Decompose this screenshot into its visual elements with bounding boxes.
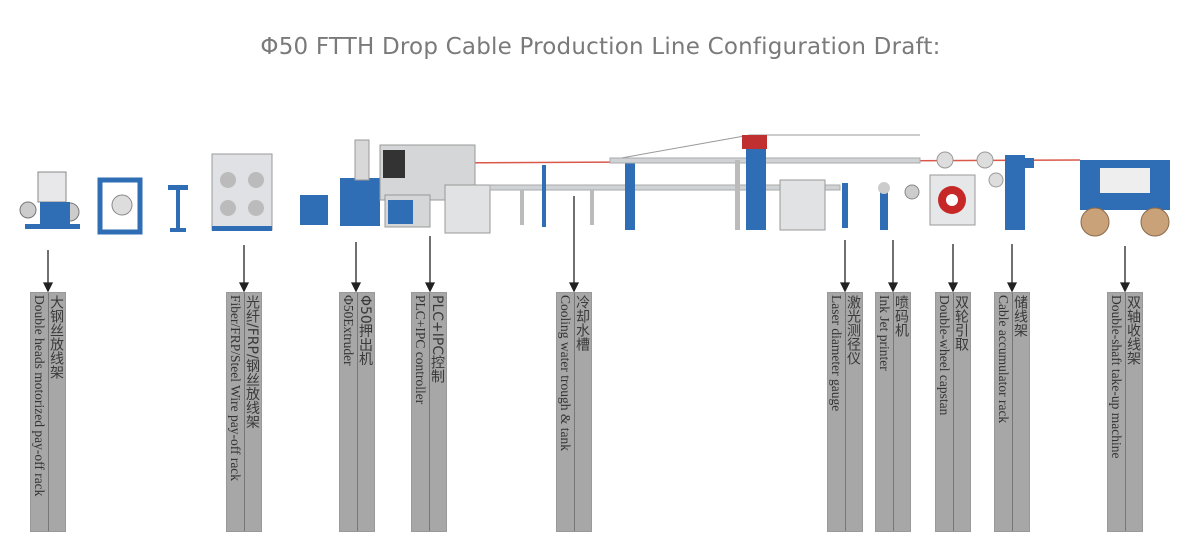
label-en: Double-shaft take-up machine xyxy=(1108,295,1124,459)
label-en: Ink Jet printer xyxy=(876,295,892,371)
label-en: PLC+IPC controller xyxy=(412,295,428,405)
pointer-arrows xyxy=(42,196,1131,293)
double-shaft-take-up-machine xyxy=(1080,160,1170,237)
ink-jet-printer xyxy=(878,182,920,230)
label-zh: 大钢丝放线架 xyxy=(47,293,65,531)
label-en: Cooling water trough & tank xyxy=(557,295,573,451)
label-zh: 冷却水槽 xyxy=(573,293,591,531)
label-en: Φ50Extruder xyxy=(340,295,356,366)
double-wheel-capstan xyxy=(929,151,994,226)
station-label-extruder: Φ50押出机 Φ50Extruder xyxy=(339,292,375,532)
cooling-water-trough xyxy=(489,135,921,231)
cable-accumulator-rack xyxy=(988,155,1034,230)
station-label-ink-jet: 喷码机 Ink Jet printer xyxy=(875,292,911,532)
station-label-controller: PLC+IPC控制 PLC+IPC controller xyxy=(411,292,447,532)
station-label-capstan: 双轮引取 Double-wheel capstan xyxy=(935,292,971,532)
label-zh: 光纤/FRP/钢丝放线架 xyxy=(243,293,261,531)
label-en: Cable accumulator rack xyxy=(995,295,1011,424)
label-en: Double-wheel capstan xyxy=(936,295,952,416)
station-label-accumulator: 储线架 Cable accumulator rack xyxy=(994,292,1030,532)
station-label-take-up: 双轴收线架 Double-shaft take-up machine xyxy=(1107,292,1143,532)
label-zh: 储线架 xyxy=(1011,293,1029,531)
double-heads-payoff-rack xyxy=(19,171,80,229)
station-label-laser-gauge: 激光测径仪 Laser diameter gauge xyxy=(827,292,863,532)
fiber-frp-payoff-rack xyxy=(97,177,188,235)
label-en: Laser diameter gauge xyxy=(828,295,844,412)
label-zh: 双轴收线架 xyxy=(1124,293,1142,531)
fiber-frp-steel-wire-payoff-rack xyxy=(211,153,273,231)
label-zh: 喷码机 xyxy=(892,293,910,531)
station-label-fiber-payoff: 光纤/FRP/钢丝放线架 Fiber/FRP/Steel Wire pay-of… xyxy=(226,292,262,532)
page-title: Φ50 FTTH Drop Cable Production Line Conf… xyxy=(260,34,941,60)
laser-diameter-gauge xyxy=(842,183,848,228)
label-zh: 双轮引取 xyxy=(952,293,970,531)
station-label-cooling-trough: 冷却水槽 Cooling water trough & tank xyxy=(556,292,592,532)
label-en: Double heads motorized pay-off rack xyxy=(31,295,47,497)
label-zh: Φ50押出机 xyxy=(356,293,374,531)
station-label-payoff-rack: 大钢丝放线架 Double heads motorized pay-off ra… xyxy=(30,292,66,532)
extruder xyxy=(300,139,491,234)
label-zh: 激光测径仪 xyxy=(844,293,862,531)
label-en: Fiber/FRP/Steel Wire pay-off rack xyxy=(227,295,243,482)
label-zh: PLC+IPC控制 xyxy=(428,293,446,531)
